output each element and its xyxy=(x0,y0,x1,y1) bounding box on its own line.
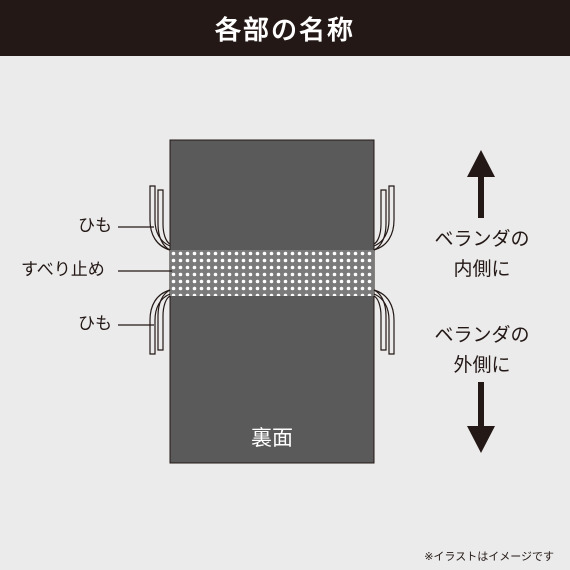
illustration-note: ※イラストはイメージです xyxy=(424,550,554,563)
page-title: 各部の名称 xyxy=(214,15,355,46)
outside-line-2: 外側に xyxy=(453,354,511,376)
header-bar: 各部の名称 xyxy=(0,0,570,56)
left-lower-ties xyxy=(149,289,171,355)
shade-panel xyxy=(169,139,375,464)
outside-line-1: ベランダの xyxy=(434,324,530,346)
label-himo-bottom: ひも xyxy=(78,314,112,334)
inside-line-2: 内側に xyxy=(453,258,511,280)
label-anti-slip: すべり止め xyxy=(21,260,105,280)
label-inside-direction: ベランダの 内側に xyxy=(420,224,544,284)
label-outside-direction: ベランダの 外側に xyxy=(420,320,544,380)
label-himo-top: ひも xyxy=(78,216,112,236)
arrow-up-icon xyxy=(467,150,495,218)
right-upper-ties xyxy=(373,185,395,251)
arrow-down-icon xyxy=(467,382,495,453)
anti-slip-strip xyxy=(170,250,374,296)
label-back-side: 裏面 xyxy=(251,426,293,450)
inside-line-1: ベランダの xyxy=(434,228,530,250)
right-lower-ties xyxy=(373,289,395,355)
left-upper-ties xyxy=(149,185,171,251)
